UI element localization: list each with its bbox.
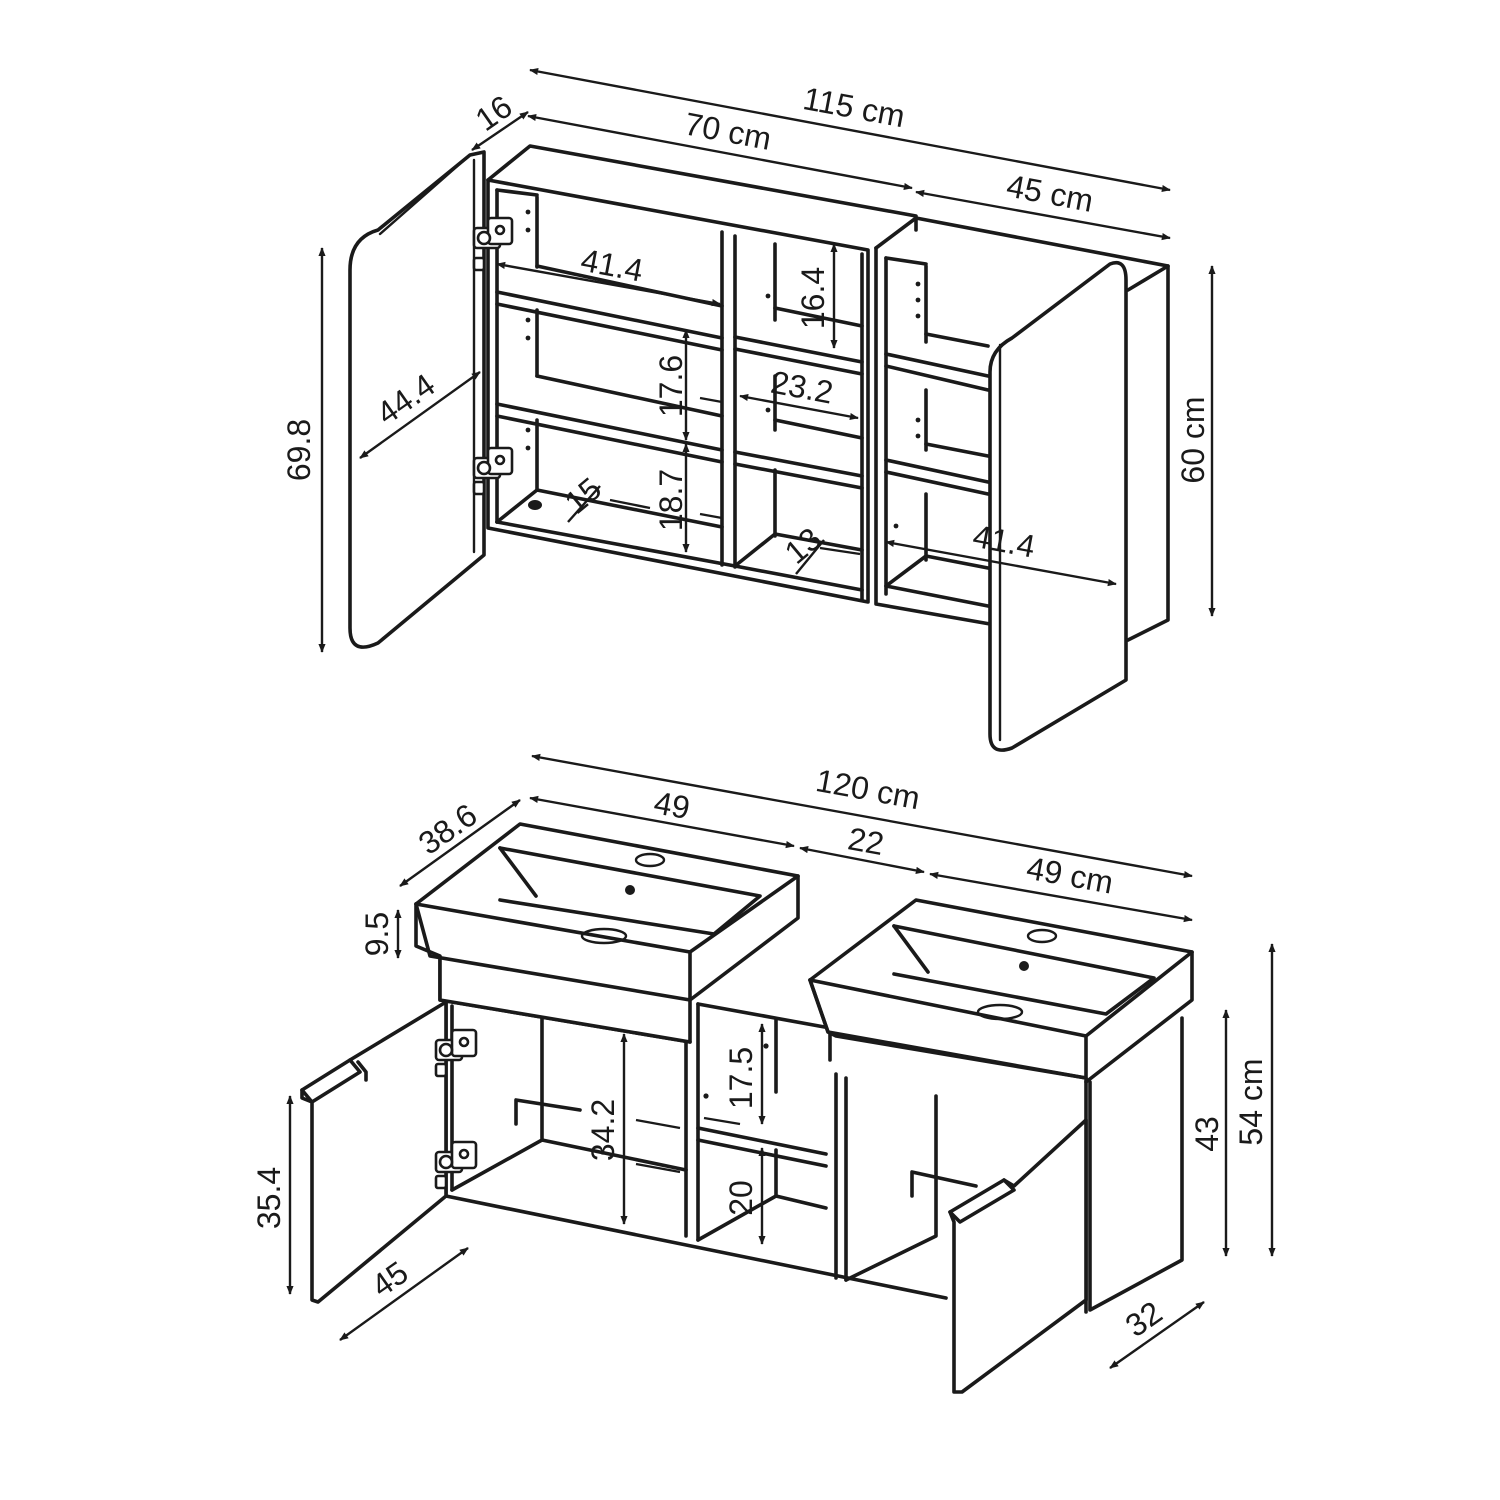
dim-depth: 16 xyxy=(469,88,519,138)
dim-sink-left-width: 49 xyxy=(651,784,692,826)
dim-sink-height: 9.5 xyxy=(359,912,395,956)
left-door-handle xyxy=(300,1058,362,1104)
dim-bottom-depth-left: 15 xyxy=(558,470,608,520)
hinge-icon xyxy=(434,1028,478,1078)
right-door-handle xyxy=(948,1178,1016,1224)
dim-compartment-top-height: 17.5 xyxy=(723,1047,759,1109)
dim-bottom-depth-middle: 13 xyxy=(778,520,828,570)
vanity-right-door xyxy=(948,1118,1088,1394)
dim-left-door-height: 69.8 xyxy=(281,419,317,481)
mirror-cabinet-right-door xyxy=(988,260,1128,752)
vanity-right-sink xyxy=(808,898,1194,1084)
hinge-icon xyxy=(472,446,514,496)
hinge-icon xyxy=(472,216,514,272)
dim-total-height: 54 cm xyxy=(1233,1058,1269,1145)
dim-body-depth: 32 xyxy=(1119,1294,1169,1344)
vanity-dimension-labels: 120 cm 49 22 49 cm 38.6 9.5 34.2 17.5 20… xyxy=(251,762,1269,1344)
vanity-dimension-lines xyxy=(286,753,1276,1369)
dim-door-width: 45 xyxy=(365,1254,415,1304)
dim-shelf-gap-left-bottom: 18.7 xyxy=(653,469,689,531)
dim-compartment-bottom-height: 20 xyxy=(723,1180,759,1216)
vanity-left-sink xyxy=(414,822,800,1044)
dim-door-height: 35.4 xyxy=(251,1167,287,1229)
vanity-left-door xyxy=(300,1000,448,1304)
hinge-icon xyxy=(434,1140,478,1190)
dim-sink-gap: 22 xyxy=(845,820,886,862)
dim-overall-width: 115 cm xyxy=(800,80,907,134)
dim-body-height: 60 cm xyxy=(1175,396,1211,483)
dim-shelf-gap-top-middle: 16.4 xyxy=(795,267,831,329)
mirror-dimension-lines xyxy=(318,67,1216,653)
vanity-unit: 120 cm 49 22 49 cm 38.6 9.5 34.2 17.5 20… xyxy=(251,753,1276,1394)
dim-shelf-gap-left-mid: 17.6 xyxy=(653,355,689,417)
mirror-cabinet-left-body xyxy=(486,144,918,604)
mirror-cabinet-right-body xyxy=(874,216,1170,642)
dim-body-height: 43 xyxy=(1189,1116,1225,1152)
mirror-cabinet: 115 cm 70 cm 45 cm 16 69.8 44.4 41.4 16.… xyxy=(281,67,1216,752)
dim-vanity-overall-width: 120 cm xyxy=(813,762,923,816)
dim-inner-height-left: 34.2 xyxy=(585,1099,621,1161)
